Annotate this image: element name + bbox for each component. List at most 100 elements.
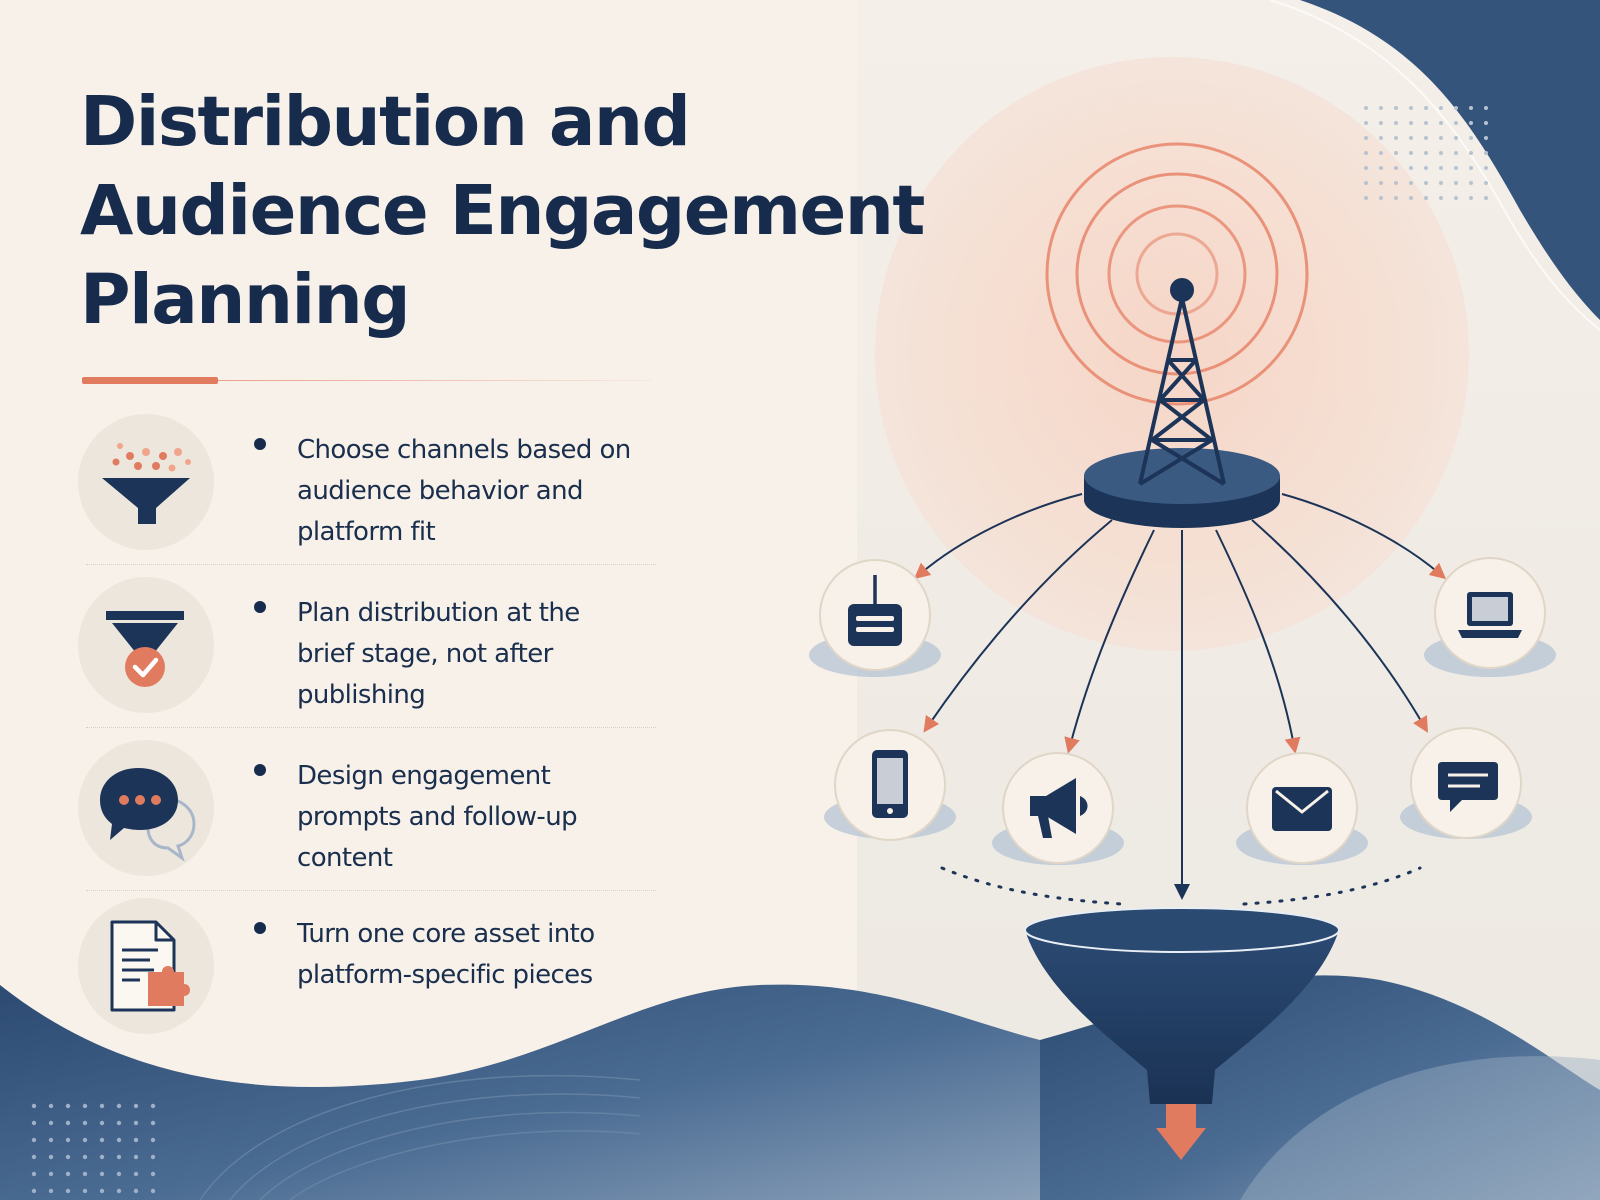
dot: [1424, 106, 1428, 110]
dot: [1409, 151, 1413, 155]
bullet: [254, 438, 266, 450]
point-item: Plan distribution at the brief stage, no…: [78, 577, 658, 727]
dot: [1394, 106, 1398, 110]
channel-envelope: [1236, 752, 1368, 865]
dot: [82, 1171, 88, 1177]
dot: [1469, 181, 1473, 185]
dot: [116, 1120, 122, 1126]
document-puzzle-icon: [110, 920, 190, 1012]
laptop-icon: [1458, 592, 1522, 638]
dot: [99, 1137, 105, 1143]
dot: [1409, 181, 1413, 185]
megaphone-icon: [1030, 778, 1088, 838]
dot: [31, 1137, 37, 1143]
dot: [1409, 136, 1413, 140]
dot: [1454, 136, 1458, 140]
dot: [1424, 136, 1428, 140]
title-line-1: Distribution and: [80, 82, 691, 162]
dot: [82, 1120, 88, 1126]
dot: [65, 1171, 71, 1177]
dot: [31, 1171, 37, 1177]
point-text-line: Turn one core asset into: [297, 919, 595, 949]
bullet: [254, 601, 266, 613]
tower-base: [1084, 448, 1280, 528]
dot-grid-top-right: [1364, 106, 1488, 200]
dot: [31, 1154, 37, 1160]
dot: [1469, 106, 1473, 110]
point-text-line: brief stage, not after: [297, 639, 553, 669]
dot: [1439, 121, 1443, 125]
dot: [1364, 121, 1368, 125]
dot: [82, 1188, 88, 1194]
dot: [31, 1120, 37, 1126]
message-icon: [1438, 762, 1498, 812]
dot: [116, 1137, 122, 1143]
bullet: [254, 922, 266, 934]
dot: [48, 1103, 54, 1109]
dot: [1454, 166, 1458, 170]
point-icon-badge: [78, 414, 214, 550]
point-text-line: Choose channels based on: [297, 435, 631, 465]
dot: [1379, 181, 1383, 185]
point-text: Choose channels based on audience behavi…: [297, 430, 677, 553]
dot: [1439, 166, 1443, 170]
dot: [1484, 196, 1488, 200]
dot: [1364, 151, 1368, 155]
chat-bubbles-icon: [100, 768, 196, 862]
dot: [1424, 196, 1428, 200]
dot: [116, 1171, 122, 1177]
dot: [1379, 196, 1383, 200]
underline-thin: [218, 380, 652, 381]
funnel-particles-icon: [102, 443, 191, 524]
dot: [1394, 136, 1398, 140]
dot: [133, 1137, 139, 1143]
dot: [1394, 166, 1398, 170]
dot: [1394, 196, 1398, 200]
tower-icon: [1138, 278, 1226, 486]
channel-laptop: [1424, 557, 1556, 677]
bullet: [254, 764, 266, 776]
dot: [133, 1154, 139, 1160]
collection-funnel: [1024, 907, 1340, 1160]
dot: [150, 1188, 156, 1194]
distribution-arrows: [913, 493, 1447, 900]
bottom-left-arcs: [199, 1074, 641, 1200]
dot: [1469, 136, 1473, 140]
dot: [1379, 136, 1383, 140]
point-icon-badge: [78, 898, 214, 1034]
dot: [1364, 136, 1368, 140]
dot: [1439, 196, 1443, 200]
divider: [86, 564, 656, 565]
dot: [1379, 121, 1383, 125]
point-text-line: prompts and follow-up: [297, 802, 578, 832]
dot: [1424, 151, 1428, 155]
dot: [1454, 106, 1458, 110]
dot: [133, 1103, 139, 1109]
dot: [133, 1188, 139, 1194]
point-text-line: platform-specific pieces: [297, 960, 593, 990]
dot: [150, 1171, 156, 1177]
dot: [116, 1188, 122, 1194]
dot: [48, 1171, 54, 1177]
dot: [99, 1188, 105, 1194]
title-line-2: Audience Engagement: [80, 171, 925, 251]
point-text-line: content: [297, 843, 393, 873]
dot: [65, 1103, 71, 1109]
dot: [1364, 196, 1368, 200]
title-line-3: Planning: [80, 260, 411, 340]
dot: [65, 1188, 71, 1194]
point-text: Design engagement prompts and follow-up …: [297, 756, 677, 879]
dot: [82, 1137, 88, 1143]
dot: [1364, 166, 1368, 170]
dot: [1469, 121, 1473, 125]
bottom-wave: [0, 984, 1040, 1200]
dot: [1394, 121, 1398, 125]
point-item: Choose channels based on audience behavi…: [78, 414, 658, 564]
dot: [99, 1171, 105, 1177]
radio-icon: [848, 575, 902, 646]
dot: [1394, 151, 1398, 155]
dot: [65, 1154, 71, 1160]
signal-glow: [875, 57, 1469, 651]
dot: [1484, 106, 1488, 110]
